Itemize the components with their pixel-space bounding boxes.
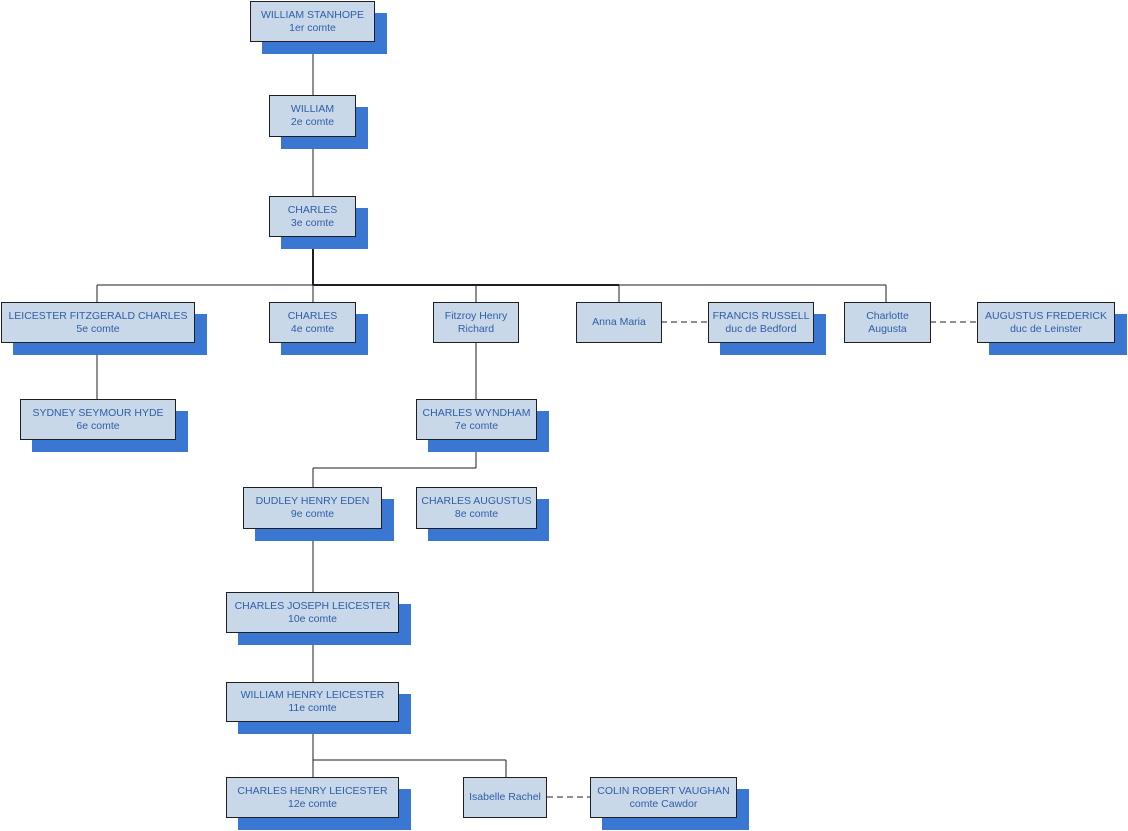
person-box: Isabelle Rachel — [463, 777, 547, 818]
person-name: FRANCIS RUSSELL — [712, 309, 810, 322]
person-name: Charlotte — [866, 309, 909, 322]
person-name: COLIN ROBERT VAUGHAN — [597, 784, 730, 797]
person-name: CHARLES JOSEPH LEICESTER — [234, 599, 391, 612]
person-box: CHARLES AUGUSTUS 8e comte — [416, 487, 537, 529]
person-title: duc de Bedford — [725, 322, 797, 335]
person-name: LEICESTER FITZGERALD CHARLES — [8, 309, 188, 322]
person-name: DUDLEY HENRY EDEN — [255, 495, 370, 507]
person-name: CHARLES — [287, 203, 338, 216]
person-title: comte Cawdor — [629, 797, 698, 810]
person-box: CHARLES WYNDHAM 7e comte — [416, 399, 537, 440]
person-box: COLIN ROBERT VAUGHAN comte Cawdor — [590, 777, 737, 818]
person-title: 5e comte — [76, 322, 120, 335]
person-title: 2e comte — [290, 116, 335, 128]
person-name: CHARLES AUGUSTUS — [421, 495, 532, 507]
person-title: 12e comte — [287, 797, 338, 810]
person-name: Anna Maria — [592, 316, 646, 328]
person-box: CHARLES 4e comte — [269, 302, 356, 343]
person-name: AUGUSTUS FREDERICK — [985, 309, 1107, 322]
person-box: CHARLES JOSEPH LEICESTER 10e comte — [226, 592, 399, 633]
person-box: LEICESTER FITZGERALD CHARLES 5e comte — [1, 302, 195, 343]
person-title: 7e comte — [454, 419, 499, 432]
person-name: Isabelle Rachel — [469, 791, 541, 803]
person-title: Richard — [457, 322, 495, 335]
person-box: WILLIAM 2e comte — [269, 95, 356, 137]
person-name: WILLIAM — [290, 103, 335, 115]
person-box: SYDNEY SEYMOUR HYDE 6e comte — [20, 399, 176, 440]
person-title: 8e comte — [454, 508, 499, 520]
person-box: DUDLEY HENRY EDEN 9e comte — [243, 487, 382, 529]
person-title: 4e comte — [290, 322, 335, 335]
person-name: Fitzroy Henry — [444, 309, 508, 322]
person-box: WILLIAM HENRY LEICESTER 11e comte — [226, 682, 399, 722]
person-box: Fitzroy Henry Richard — [433, 302, 519, 343]
person-title: 10e comte — [287, 612, 338, 625]
person-name: SYDNEY SEYMOUR HYDE — [32, 406, 164, 419]
person-title: duc de Leinster — [1010, 322, 1082, 335]
person-box: WILLIAM STANHOPE 1er comte — [250, 1, 375, 42]
person-box: Charlotte Augusta — [844, 302, 931, 343]
person-name: CHARLES HENRY LEICESTER — [237, 784, 388, 797]
person-title: 9e comte — [290, 508, 335, 520]
person-title: 1er comte — [289, 21, 336, 34]
person-box: Anna Maria — [576, 302, 662, 343]
person-box: CHARLES 3e comte — [269, 196, 356, 237]
person-name: CHARLES WYNDHAM — [422, 406, 531, 419]
person-title: 3e comte — [290, 216, 335, 229]
person-title: 11e comte — [288, 702, 337, 714]
person-name: CHARLES — [287, 309, 338, 322]
person-box: FRANCIS RUSSELL duc de Bedford — [708, 302, 814, 343]
person-name: WILLIAM HENRY LEICESTER — [240, 689, 385, 701]
person-name: WILLIAM STANHOPE — [260, 8, 365, 21]
person-box: CHARLES HENRY LEICESTER 12e comte — [226, 777, 399, 818]
person-title: Augusta — [868, 322, 907, 335]
person-box: AUGUSTUS FREDERICK duc de Leinster — [977, 302, 1115, 343]
person-title: 6e comte — [76, 419, 120, 432]
